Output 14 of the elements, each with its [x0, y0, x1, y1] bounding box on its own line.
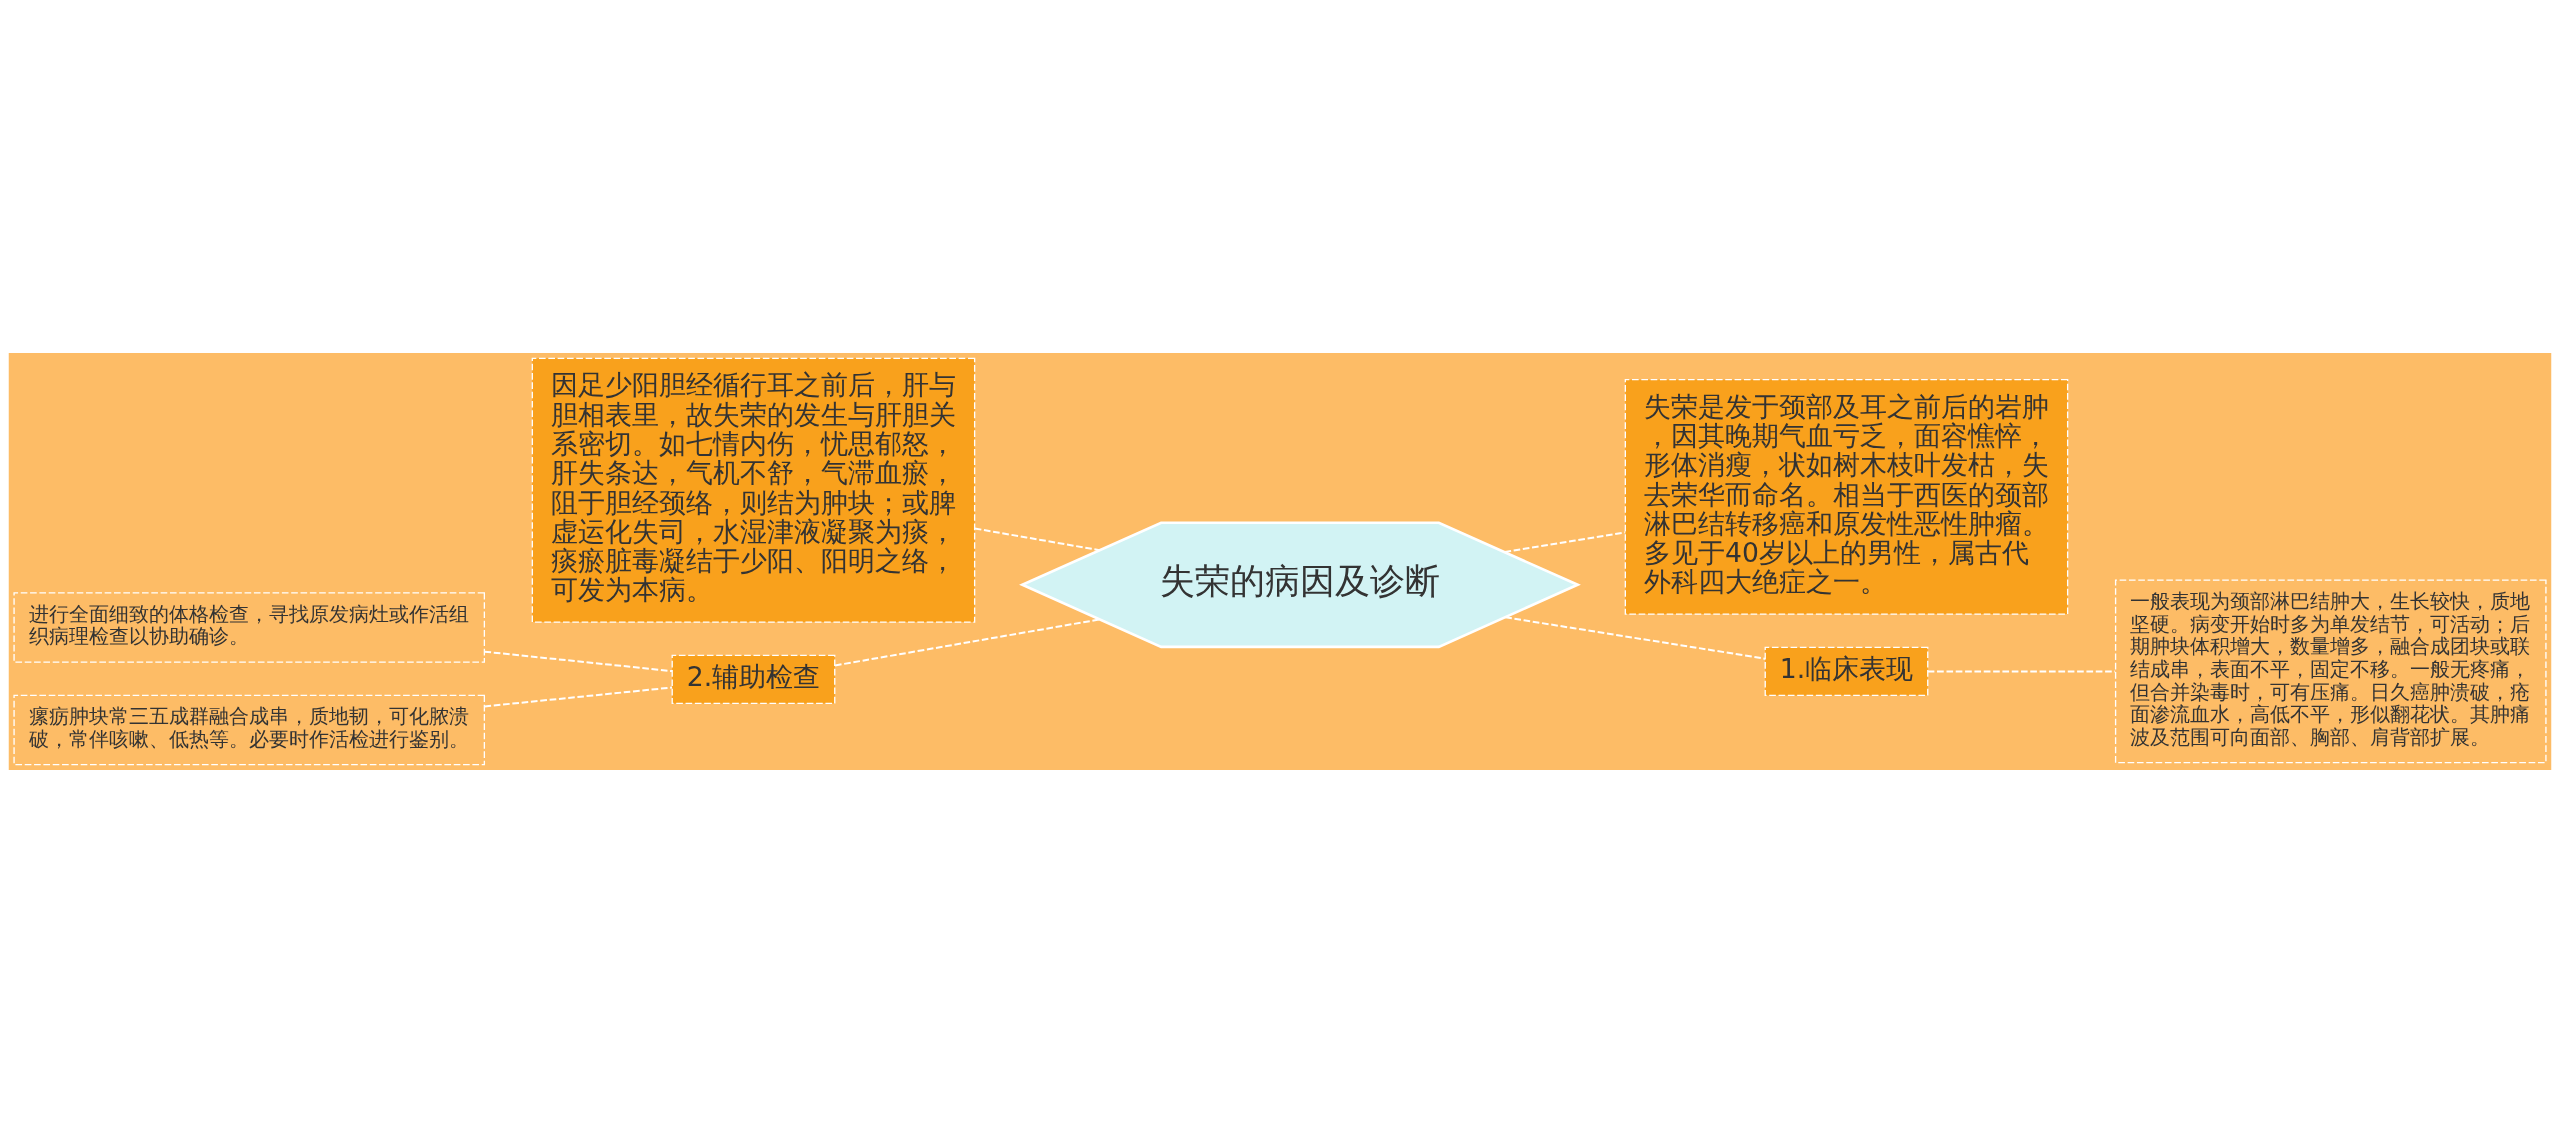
- node-box: 进行全面细致的体格检查，寻找原发病灶或作活组织病理检查以协助确诊。: [13, 592, 486, 663]
- connector: [483, 650, 674, 673]
- node-box: 1.临床表现: [1764, 646, 1929, 697]
- connector: [973, 527, 1101, 552]
- node-box: 瘰疬肿块常三五成群融合成串，质地韧，可化脓溃破，常伴咳嗽、低热等。必要时作活检进行鉴别。: [13, 694, 486, 766]
- node-box: 2.辅助检查: [671, 654, 836, 705]
- connector: [834, 618, 1101, 667]
- connector: [483, 686, 674, 708]
- connector: [1504, 616, 1767, 660]
- node-box: 一般表现为颈部淋巴结肿大，生长较快，质地坚硬。病变开始时多为单发结节，可活动；后期肿块体积增大，数量增多，融合成团块或联结成串，表面不平，固定不移。一般无疼痛，但合并染毒时，可有压痛。日久癌肿溃破，疮面渗流血水，高低不平，形似翻花状。其肿痛波及范围可向面部、胸部、肩背部扩展。: [2114, 579, 2547, 764]
- node-box: 因足少阳胆经循行耳之前后，肝与胆相表里，故失荣的发生与肝胆关系密切。如七情内伤，忧思郁怒，肝失条达，气机不舒，气滞血瘀，阻于胆经颈络，则结为肿块；或脾虚运化失司，水湿津液凝聚为痰，痰瘀脏毒凝结于少阳、阳明之络，可发为本病。: [531, 357, 976, 623]
- node-box: 失荣是发于颈部及耳之前后的岩肿，因其晚期气血亏乏，面容憔悴，形体消瘦，状如树木枝叶发枯，失去荣华而命名。相当于西医的颈部淋巴结转移癌和原发性恶性肿瘤。多见于40岁以上的男性，属古代外科四大绝症之一。: [1624, 379, 2069, 615]
- connector: [1503, 531, 1627, 553]
- connector: [1926, 670, 2117, 673]
